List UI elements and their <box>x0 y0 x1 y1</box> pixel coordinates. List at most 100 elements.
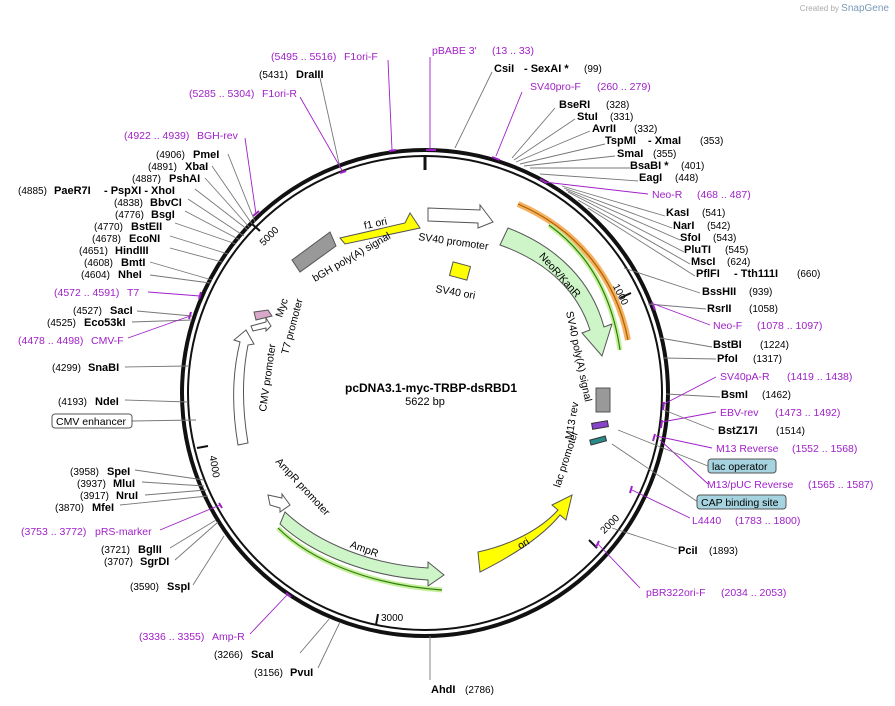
site-hindiii: HindIII <box>115 245 149 257</box>
svg-text:(4885): (4885) <box>18 186 47 197</box>
svg-text:(332): (332) <box>634 124 657 135</box>
site-sspi: SspI <box>167 581 190 593</box>
site-smai: SmaI <box>617 148 643 160</box>
svg-text:(260 .. 279): (260 .. 279) <box>597 81 651 93</box>
primer-marks <box>188 149 665 598</box>
svg-text:(4572 .. 4591): (4572 .. 4591) <box>54 287 119 299</box>
site-pfoi: PfoI <box>717 353 738 365</box>
svg-text:(1419 .. 1438): (1419 .. 1438) <box>787 371 852 383</box>
site-xmai: - XmaI <box>648 135 681 147</box>
svg-text:(4922 .. 4939): (4922 .. 4939) <box>124 130 189 142</box>
site-econi: EcoNI <box>129 233 160 245</box>
ruler-tick-3000 <box>375 613 379 626</box>
primer-pbr322ori-f: pBR322ori-F <box>646 587 706 599</box>
primer-f1ori-r: F1ori-R <box>262 88 297 100</box>
svg-text:(4651): (4651) <box>79 246 108 257</box>
neor-kanr-arrow <box>499 227 613 358</box>
site-csii: CsiI <box>494 63 514 75</box>
site-msci: MscI <box>691 256 715 268</box>
svg-text:(542): (542) <box>707 221 730 232</box>
svg-text:(1462): (1462) <box>762 390 791 401</box>
site-eco53ki: Eco53kI <box>84 317 126 329</box>
sv40-ori-label: SV40 ori <box>434 283 476 302</box>
cap-site-mark <box>589 435 608 446</box>
snapgene-brand: SnapGene <box>841 3 889 14</box>
svg-text:(4299): (4299) <box>52 363 81 374</box>
created-by-text: Created by <box>799 4 839 13</box>
svg-text:(331): (331) <box>610 112 633 123</box>
site-avrii: AvrII <box>592 123 616 135</box>
svg-text:(13 .. 33): (13 .. 33) <box>492 45 534 57</box>
svg-text:(3958): (3958) <box>70 467 99 478</box>
site-spei: SpeI <box>107 466 130 478</box>
site-snabi: SnaBI <box>88 362 119 374</box>
site-pspxi-xhoi: - PspXI - XhoI <box>104 185 175 197</box>
cap-binding-site-label: CAP binding site <box>701 497 779 509</box>
ruler-tick-5000 <box>251 223 261 232</box>
svg-text:(545): (545) <box>725 245 748 256</box>
site-mlui: MluI <box>113 478 135 490</box>
sv40-polya-box <box>595 387 611 413</box>
site-bsmi: BsmI <box>721 389 748 401</box>
svg-text:(448): (448) <box>675 173 698 184</box>
sv40-promoter-arrow <box>427 203 494 229</box>
site-xbai: XbaI <box>185 161 208 173</box>
primer-prs-marker: pRS-marker <box>95 526 152 538</box>
sv40-ori-box <box>448 261 472 281</box>
plasmid-name: pcDNA3.1-myc-TRBP-dsRBD1 <box>345 381 517 395</box>
t7-promoter-arrow <box>250 316 272 333</box>
svg-text:(5431): (5431) <box>259 70 288 81</box>
svg-text:(1317): (1317) <box>753 354 782 365</box>
cap-binding-site-box <box>696 494 787 510</box>
site-sgrdi: SgrDI <box>140 556 169 568</box>
primer-leader-lines <box>127 57 717 635</box>
cmv-enhancer-box <box>51 413 133 429</box>
lac-promoter-label: lac promoter <box>551 429 581 489</box>
myc-label: Myc <box>273 297 290 319</box>
ruler-label-2000: 2000 <box>599 513 623 537</box>
svg-text:(3870): (3870) <box>55 503 84 514</box>
svg-text:(3590): (3590) <box>130 582 159 593</box>
primer-m13-reverse: M13 Reverse <box>716 443 779 455</box>
lac-operator-label: lac operator <box>712 461 768 473</box>
svg-text:(3721): (3721) <box>101 545 130 556</box>
site-paer7i: PaeR7I <box>54 185 91 197</box>
neor-orf-line <box>517 203 629 341</box>
svg-text:(4776): (4776) <box>115 210 144 221</box>
svg-text:(4193): (4193) <box>58 397 87 408</box>
svg-text:(1058): (1058) <box>749 304 778 315</box>
primer-l4440: L4440 <box>692 515 721 527</box>
site-csii-pos: (99) <box>584 64 602 75</box>
site-bsteii: BstEII <box>131 221 162 233</box>
primer-bgh-rev: BGH-rev <box>197 130 239 142</box>
svg-text:(1552 .. 1568): (1552 .. 1568) <box>792 443 857 455</box>
ampr-orf-line <box>277 527 443 591</box>
f1-ori-label: f1 ori <box>363 216 388 233</box>
primer-pbabe3: pBABE 3' <box>432 45 477 57</box>
svg-text:(401): (401) <box>681 161 704 172</box>
site-sfoi: SfoI <box>680 232 701 244</box>
svg-text:(1514): (1514) <box>776 426 805 437</box>
primer-neo-f: Neo-F <box>713 320 742 332</box>
svg-text:(660): (660) <box>797 269 820 280</box>
primer-sv40pa-r: SV40pA-R <box>720 371 770 383</box>
ori-label: ori <box>515 536 531 552</box>
svg-text:(3707): (3707) <box>104 557 133 568</box>
site-bstz17i: BstZ17I <box>718 425 758 437</box>
site-scai: ScaI <box>251 649 274 661</box>
ampr-arrow <box>279 511 445 587</box>
enzyme-labels: CsiI - SexAI * (99) BseRI (328) StuI (33… <box>18 63 820 696</box>
lac-operator-box <box>707 458 777 474</box>
site-bsabi: BsaBI * <box>630 160 669 172</box>
primer-f1ori-f: F1ori-F <box>344 51 378 63</box>
plasmid-size: 5622 bp <box>405 396 445 408</box>
site-saci: SacI <box>110 305 133 317</box>
f1-ori-arrow <box>339 212 421 245</box>
myc-arrow <box>253 309 273 321</box>
site-pluti: PluTI <box>684 244 711 256</box>
site-nrui: NruI <box>116 490 138 502</box>
svg-text:(1783 .. 1800): (1783 .. 1800) <box>735 515 800 527</box>
ori-arrow <box>477 494 573 573</box>
site-bglii: BglII <box>138 544 162 556</box>
